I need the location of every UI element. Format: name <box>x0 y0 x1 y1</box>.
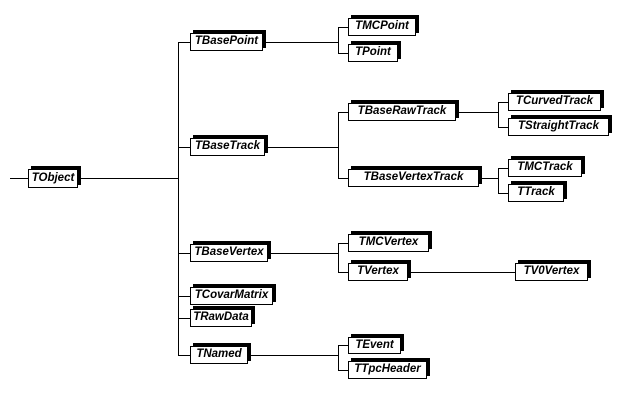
connector-line <box>338 53 356 54</box>
connector-line <box>10 178 28 179</box>
connector-line <box>498 193 516 194</box>
class-node-trawdata[interactable]: TRawData <box>190 309 252 327</box>
connector-line <box>178 42 200 43</box>
connector-line <box>78 178 178 179</box>
class-node-tbasevertex[interactable]: TBaseVertex <box>190 244 268 262</box>
connector-line <box>338 345 339 370</box>
class-node-tmcpoint[interactable]: TMCPoint <box>348 18 416 36</box>
connector-line <box>498 127 516 128</box>
class-node-tpoint[interactable]: TPoint <box>348 44 398 62</box>
connector-line <box>220 355 338 356</box>
connector-line <box>338 112 356 113</box>
connector-line <box>338 345 356 346</box>
class-node-tevent[interactable]: TEvent <box>348 337 401 354</box>
connector-line <box>420 112 498 113</box>
connector-line <box>178 147 200 148</box>
connector-line <box>338 27 356 28</box>
class-node-tbasevertextrack[interactable]: TBaseVertexTrack <box>348 169 479 187</box>
connector-line <box>178 318 200 319</box>
connector-line <box>178 355 200 356</box>
connector-line <box>338 243 356 244</box>
connector-line <box>338 112 339 178</box>
class-node-tcurvedtrack[interactable]: TCurvedTrack <box>508 93 601 111</box>
connector-line <box>338 370 356 371</box>
class-node-tstraighttrack[interactable]: TStraightTrack <box>508 118 609 136</box>
class-node-tobject[interactable]: TObject <box>28 169 78 188</box>
connector-line <box>230 253 338 254</box>
connector-line <box>380 272 523 273</box>
class-node-tbaserawtrack[interactable]: TBaseRawTrack <box>348 103 456 121</box>
class-node-ttpcheader[interactable]: TTpcHeader <box>348 361 427 379</box>
class-node-tbasetrack[interactable]: TBaseTrack <box>190 138 265 156</box>
connector-line <box>178 296 200 297</box>
connector-line <box>338 27 339 53</box>
connector-line <box>498 168 516 169</box>
class-node-tnamed[interactable]: TNamed <box>190 346 248 364</box>
connector-line <box>338 243 339 272</box>
class-node-tcovarmatrix[interactable]: TCovarMatrix <box>190 287 273 305</box>
class-node-tvertex[interactable]: TVertex <box>348 263 408 281</box>
connector-line <box>178 253 200 254</box>
class-node-tmcvertex[interactable]: TMCVertex <box>348 234 429 252</box>
class-node-ttrack[interactable]: TTrack <box>508 184 564 202</box>
connector-line <box>338 272 356 273</box>
connector-line <box>230 42 338 43</box>
class-node-tbasepoint[interactable]: TBasePoint <box>190 33 263 51</box>
connector-line <box>498 102 499 127</box>
class-node-tmctrack[interactable]: TMCTrack <box>508 159 582 177</box>
connector-line <box>498 168 499 193</box>
connector-line <box>338 178 356 179</box>
class-node-tv0vertex[interactable]: TV0Vertex <box>515 263 588 281</box>
connector-line <box>230 147 338 148</box>
connector-line <box>178 42 179 355</box>
connector-line <box>498 102 516 103</box>
